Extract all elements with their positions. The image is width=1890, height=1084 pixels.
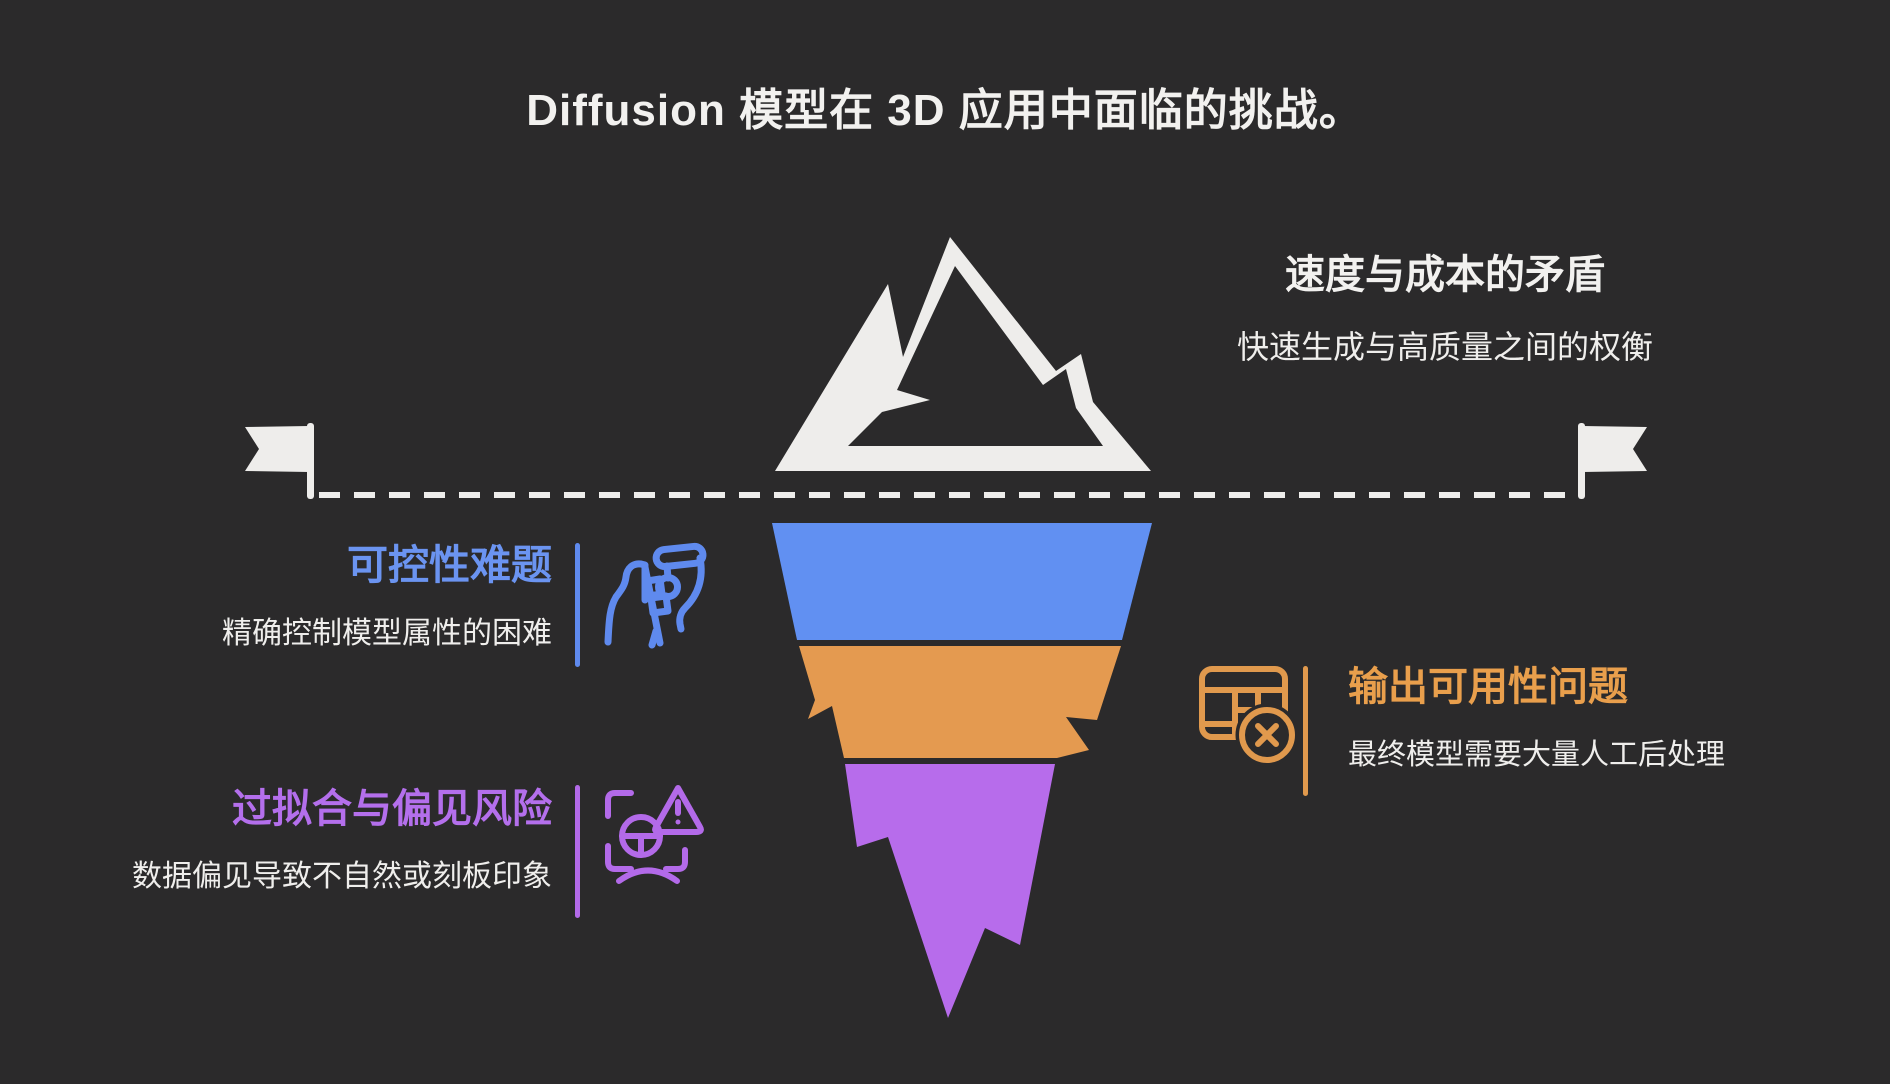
section-subtitle: 最终模型需要大量人工后处理 bbox=[1348, 739, 1726, 771]
iceberg-layer-purple bbox=[845, 764, 1055, 1018]
section-subtitle: 精确控制模型属性的困难 bbox=[222, 617, 552, 651]
left-flag-icon bbox=[245, 423, 314, 499]
section-output-usability: 输出可用性问题 最终模型需要大量人工后处理 bbox=[1348, 664, 1725, 773]
section-subtitle: 数据偏见导致不自然或刻板印象 bbox=[132, 860, 552, 893]
warning-triangle bbox=[652, 785, 704, 835]
right-flag-icon bbox=[1578, 423, 1647, 499]
iceberg-layer-orange bbox=[799, 646, 1121, 758]
mountain-icon bbox=[775, 237, 1151, 471]
frame-bracket-bottom-right bbox=[663, 847, 688, 872]
left-flag-banner bbox=[245, 426, 309, 472]
divider-controllability bbox=[575, 543, 580, 667]
section-title: 过拟合与偏见风险 bbox=[232, 787, 552, 831]
page-title: Diffusion 模型在 3D 应用中面临的挑战。 bbox=[526, 86, 1364, 135]
error-badge-circle bbox=[1239, 707, 1295, 763]
section-title: 输出可用性问题 bbox=[1348, 665, 1628, 709]
section-title: 可控性难题 bbox=[347, 542, 552, 588]
face-bias-warning-icon bbox=[605, 785, 704, 884]
section-subtitle: 快速生成与高质量之间的权衡 bbox=[1236, 329, 1653, 365]
iceberg-layer-blue bbox=[772, 523, 1152, 640]
face-shoulders bbox=[616, 867, 680, 884]
divider-output-usability bbox=[1303, 666, 1308, 796]
frame-bracket-bottom-left bbox=[605, 843, 634, 872]
right-flag-banner bbox=[1583, 426, 1647, 472]
mountain-shape bbox=[775, 237, 1151, 471]
right-flag-pole bbox=[1578, 423, 1585, 499]
left-flag-pole bbox=[307, 423, 314, 499]
section-overfitting-bias: 过拟合与偏见风险 数据偏见导致不自然或刻板印象 bbox=[132, 786, 552, 895]
section-controllability: 可控性难题 精确控制模型属性的困难 bbox=[222, 542, 552, 652]
iceberg-funnel bbox=[772, 523, 1152, 1018]
section-title: 速度与成本的矛盾 bbox=[1285, 253, 1605, 297]
error-badge-x bbox=[1255, 723, 1279, 747]
section-speed-cost: 速度与成本的矛盾 快速生成与高质量之间的权衡 bbox=[1145, 252, 1745, 366]
hand-tool-icon bbox=[604, 542, 707, 649]
divider-overfitting-bias bbox=[575, 785, 580, 918]
frame-bracket-top-left bbox=[605, 790, 634, 819]
warning-exclamation-dot bbox=[675, 819, 681, 825]
table-error-icon bbox=[1199, 666, 1299, 767]
waterline-dashed-line bbox=[319, 492, 1573, 498]
